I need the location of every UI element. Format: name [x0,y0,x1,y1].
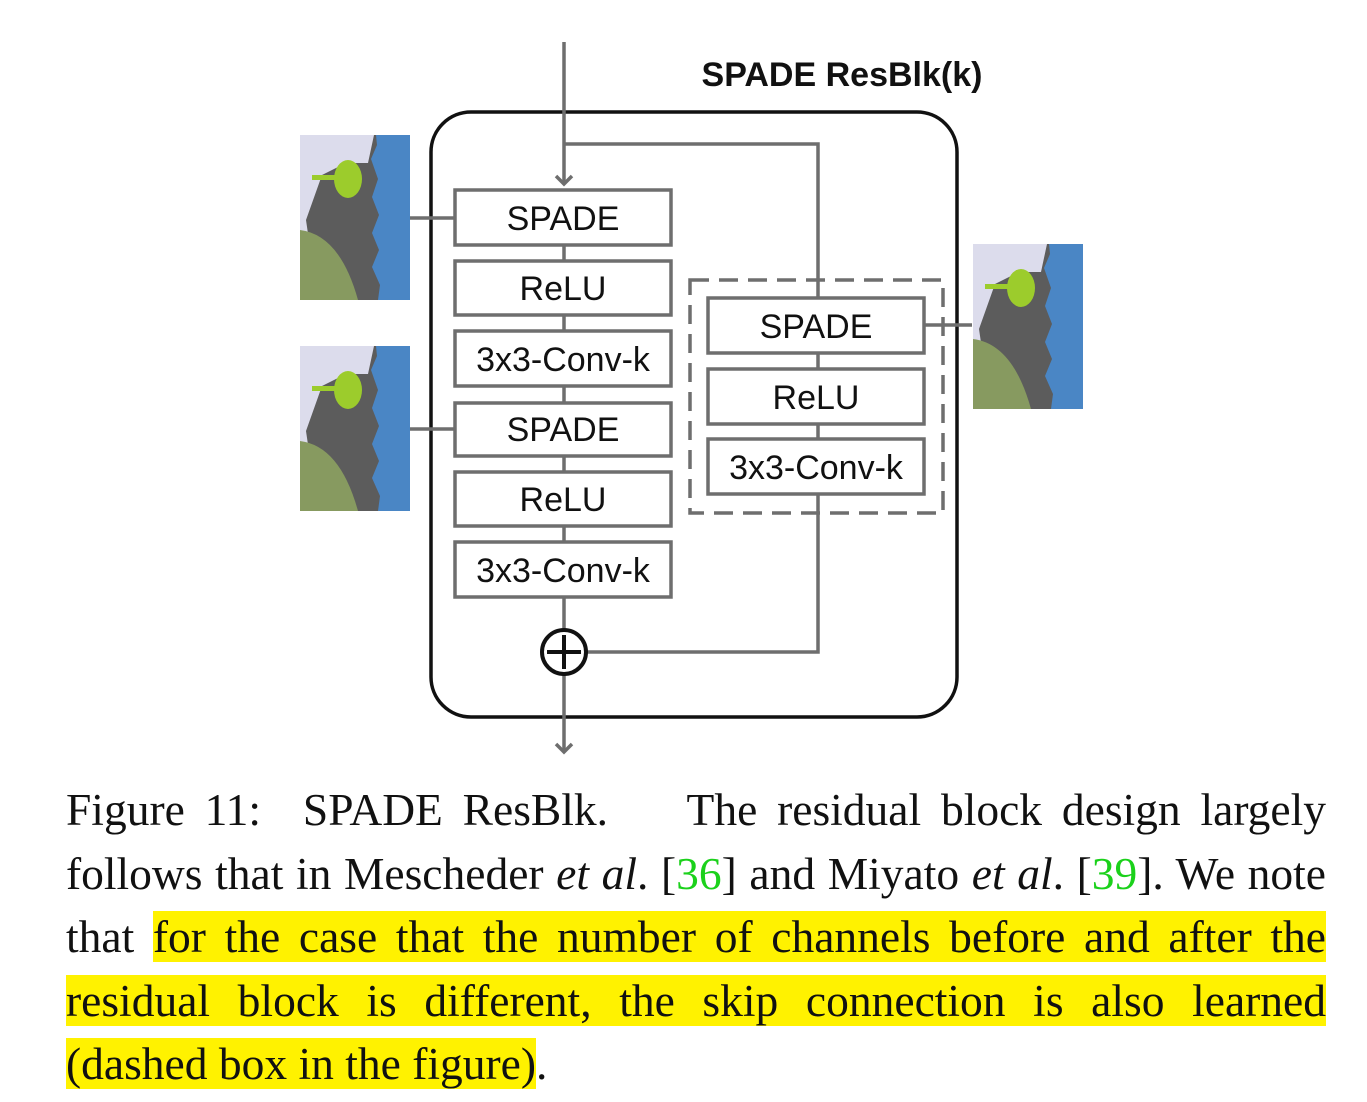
citation-link[interactable]: 39 [1091,847,1138,899]
caption-et-al: et al [971,847,1053,899]
citation-link[interactable]: 36 [676,847,722,899]
segmentation-map-image [973,244,1083,409]
caption-et-al: et al [556,847,637,899]
segmentation-map-image [300,346,410,511]
main-block-label: 3x3-Conv-k [476,341,651,379]
main-block-label: 3x3-Conv-k [476,552,651,590]
main-block: 3x3-Conv-k [453,329,673,388]
main-block: ReLU [453,259,673,317]
caption-text: ] and Miyato [721,847,972,899]
main-block: ReLU [453,470,673,528]
resblk-container [429,110,959,719]
main-block-label: ReLU [520,481,607,519]
caption-label: Figure 11: [66,784,262,835]
segmentation-map-image [300,135,410,300]
main-block: SPADE [453,401,673,458]
sum-node [540,628,588,676]
caption-text: ]. We note that [66,847,1326,963]
figure-caption: Figure 11: SPADE ResBlk. The residual bl… [66,778,1326,1096]
skip-block: 3x3-Conv-k [706,437,926,496]
main-block: 3x3-Conv-k [453,540,673,599]
main-block-label: SPADE [507,411,620,449]
skip-block-label: SPADE [760,308,873,346]
caption-title: SPADE ResBlk. [302,784,609,835]
learned-skip-dashed-box [688,278,945,515]
diagram-title: SPADE ResBlk(k) [702,56,983,94]
caption-text: . [536,1038,548,1089]
skip-block-label: ReLU [773,379,860,417]
skip-block: ReLU [706,367,926,426]
skip-block-label: 3x3-Conv-k [729,449,904,487]
highlighted-text: for the case that the number of chan­nel… [66,911,1326,1089]
main-block-label: SPADE [507,200,620,238]
main-block: SPADE [453,188,673,247]
skip-connection-in [564,142,820,297]
spade-resblk-diagram: SPADE ResBlk(k) SPADE ReLU 3x3-Conv-k [300,42,1083,755]
caption-text: The residual block design largely follow… [66,784,1327,899]
caption-text: . [ [637,847,677,899]
main-block-label: ReLU [520,270,607,308]
skip-connection-out [586,494,820,654]
skip-block: SPADE [706,296,926,355]
caption-text: . [ [1052,847,1092,899]
